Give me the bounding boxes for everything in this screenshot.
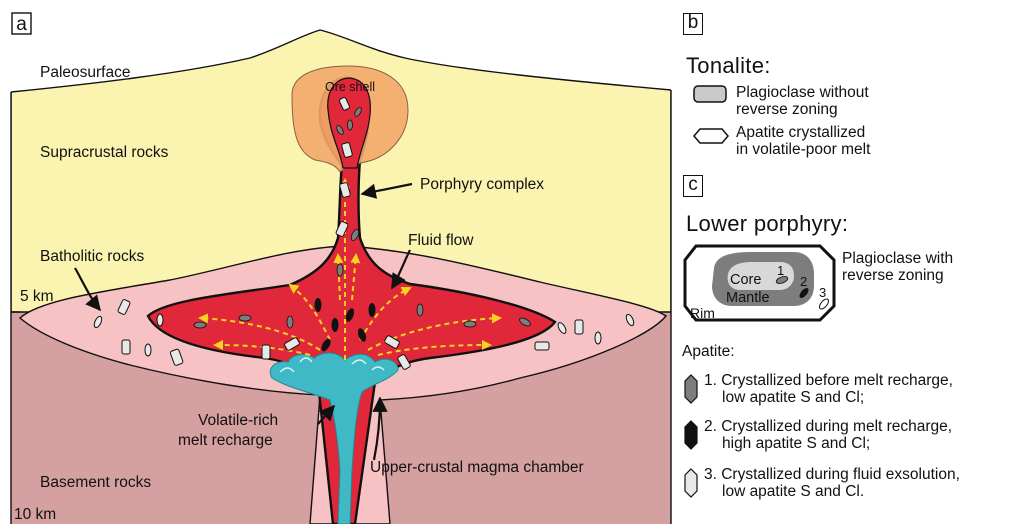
magma-chamber-label: Upper-crustal magma chamber xyxy=(370,459,584,476)
apatite-type-3-icon xyxy=(682,467,700,499)
svg-text:Rim: Rim xyxy=(690,305,715,321)
volatile-label-line1: Volatile-rich xyxy=(198,412,278,429)
svg-text:1: 1 xyxy=(777,263,784,278)
supracrustal-label: Supracrustal rocks xyxy=(40,144,169,161)
reverse-zoning-line1: Plagioclase with xyxy=(842,250,953,267)
apatite-volatile-poor-line1: Apatite crystallized xyxy=(736,124,865,141)
porphyry-complex-label: Porphyry complex xyxy=(420,176,544,193)
apatite-type-3-line2: low apatite S and Cl. xyxy=(722,483,864,500)
batholitic-label: Batholitic rocks xyxy=(40,248,144,265)
tonalite-title: Tonalite: xyxy=(686,53,771,79)
svg-text:Core: Core xyxy=(730,272,761,288)
panel-a-label: a xyxy=(16,14,27,35)
apatite-volatile-poor-line2: in volatile-poor melt xyxy=(736,141,870,158)
reverse-zoning-crystal: Core Mantle Rim 1 2 3 xyxy=(682,240,838,324)
apatite-type-1-icon xyxy=(682,373,700,405)
apatite-hexagon-icon xyxy=(692,124,730,148)
fluid-flow-label: Fluid flow xyxy=(408,232,474,249)
depth-10km-label: 10 km xyxy=(14,506,56,523)
plagioclase-no-zoning-line1: Plagioclase without xyxy=(736,84,869,101)
lower-porphyry-title: Lower porphyry: xyxy=(686,211,848,237)
plagioclase-no-zoning-icon xyxy=(692,83,730,107)
paleosurface-label: Paleosurface xyxy=(40,64,130,81)
reverse-zoning-line2: reverse zoning xyxy=(842,267,944,284)
panel-b-label: b xyxy=(683,13,703,35)
apatite-type-2-line1: 2. Crystallized during melt recharge, xyxy=(704,418,952,435)
apatite-heading: Apatite: xyxy=(682,343,735,360)
apatite-type-1-line2: low apatite S and Cl; xyxy=(722,389,864,406)
panel-c-label: c xyxy=(683,175,703,197)
apatite-type-2-line2: high apatite S and Cl; xyxy=(722,435,870,452)
legend-panels: b Tonalite: Plagioclase without reverse … xyxy=(680,0,1030,524)
apatite-type-2-icon xyxy=(682,419,700,451)
svg-text:Mantle: Mantle xyxy=(726,290,770,306)
svg-text:3: 3 xyxy=(819,285,826,300)
apatite-type-3-line1: 3. Crystallized during fluid exsolution, xyxy=(704,466,960,483)
basement-label: Basement rocks xyxy=(40,474,151,491)
svg-text:2: 2 xyxy=(800,274,807,289)
cross-section-diagram: a Paleosurface Supracrustal rocks Ore sh… xyxy=(0,0,680,524)
volatile-label-line2: melt recharge xyxy=(178,432,273,449)
depth-5km-label: 5 km xyxy=(20,288,54,305)
apatite-type-1-line1: 1. Crystallized before melt recharge, xyxy=(704,372,953,389)
plagioclase-no-zoning-line2: reverse zoning xyxy=(736,101,838,118)
ore-shell-label: Ore shell xyxy=(325,80,375,94)
